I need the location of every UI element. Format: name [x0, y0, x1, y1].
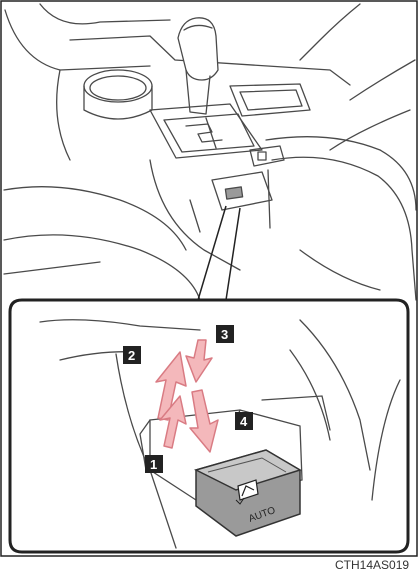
step-badge-2: 2: [123, 346, 141, 364]
step-badge-1: 1: [145, 455, 163, 473]
svg-text:2: 2: [128, 348, 135, 363]
svg-text:1: 1: [150, 457, 157, 472]
svg-text:3: 3: [221, 327, 228, 342]
detail-callout: AUTO 1 2 3 4: [10, 300, 408, 552]
svg-text:4: 4: [240, 414, 248, 429]
figure-code: CTH14AS019: [335, 558, 409, 572]
step-badge-4: 4: [235, 412, 253, 430]
step-badge-3: 3: [216, 325, 234, 343]
